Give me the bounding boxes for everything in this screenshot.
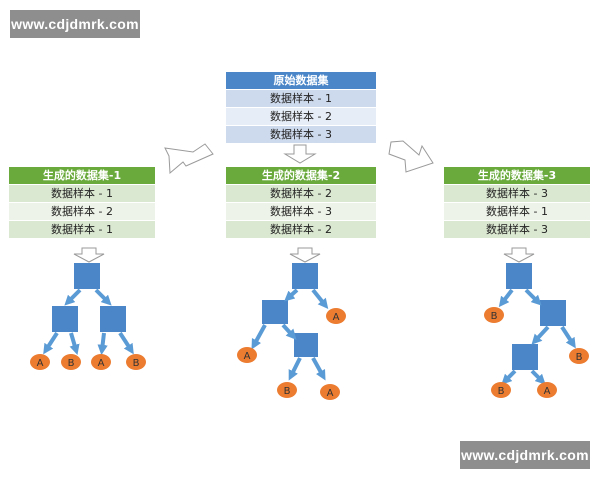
tree-1-arrow-left-a: [43, 331, 59, 355]
generated-1-row-3: 数据样本 - 1: [9, 221, 155, 239]
tree-1-leaf-1-label: A: [37, 358, 44, 369]
generated-2-row-1: 数据样本 - 2: [226, 185, 376, 203]
generated-3-row-2: 数据样本 - 1: [444, 203, 590, 221]
tree-2-leaf-right: [326, 308, 346, 324]
tree-2-leaf-bottom-left-label: B: [284, 386, 291, 397]
tree-3-leaf-left-label: B: [491, 311, 498, 322]
tree-3-arrow-lower-a: [530, 369, 546, 385]
hollow-arrow-tree-2: [289, 247, 321, 263]
tree-1-leaf-1: [30, 354, 50, 370]
tree-1-leaf-4-label: B: [133, 358, 140, 369]
tree-2-leaf-left-label: A: [244, 351, 251, 362]
tree-1-root-node: [74, 263, 100, 289]
hollow-arrow-right: [388, 140, 434, 173]
tree-3-arrow-root-left: [498, 288, 514, 308]
tree-2-arrow-lower-a: [311, 357, 326, 381]
tree-3-node-right: [540, 300, 566, 326]
tree-3-leaf-right-label: B: [576, 352, 583, 363]
generated-3-row-3: 数据样本 - 3: [444, 221, 590, 239]
tree-1: A B A B: [30, 263, 146, 370]
generated-3-row-1: 数据样本 - 3: [444, 185, 590, 203]
tree-2-leaf-right-label: A: [333, 312, 340, 323]
tree-2-leaf-left: [237, 347, 257, 363]
hollow-arrow-left: [164, 143, 214, 175]
hollow-arrow-center: [283, 144, 317, 164]
tree-2-leaf-bottom-left: [277, 382, 297, 398]
hollow-arrow-tree-3: [503, 247, 535, 263]
tree-1-node-right: [100, 306, 126, 332]
tree-3-leaf-left: [484, 307, 504, 323]
tree-3: B B B A: [484, 263, 589, 398]
tree-1-arrow-root-right: [94, 288, 112, 306]
original-row-1: 数据样本 - 1: [226, 90, 376, 108]
tree-1-node-left: [52, 306, 78, 332]
tree-3-arrow-right-leaf: [560, 325, 576, 349]
generated-dataset-3-table: 生成的数据集-3 数据样本 - 3 数据样本 - 1 数据样本 - 3: [444, 167, 590, 239]
generated-dataset-2-table: 生成的数据集-2 数据样本 - 2 数据样本 - 3 数据样本 - 2: [226, 167, 376, 239]
tree-3-node-lower: [512, 344, 538, 370]
original-row-3: 数据样本 - 3: [226, 126, 376, 144]
tree-1-leaf-3: [91, 354, 111, 370]
hollow-arrow-tree-1: [73, 247, 105, 263]
tree-2-node-left: [262, 300, 288, 324]
tree-1-leaf-2: [61, 354, 81, 370]
tree-3-leaf-bottom-left-label: B: [498, 386, 505, 397]
tree-2-root-node: [292, 263, 318, 289]
generated-1-row-1: 数据样本 - 1: [9, 185, 155, 203]
tree-2-arrow-left-a: [251, 324, 267, 350]
watermark-bottom: www.cdjdmrk.com: [460, 441, 590, 469]
original-row-2: 数据样本 - 2: [226, 108, 376, 126]
original-dataset-table: 原始数据集 数据样本 - 1 数据样本 - 2 数据样本 - 3: [226, 72, 376, 144]
tree-3-leaf-right: [569, 348, 589, 364]
tree-1-arrow-right-b: [118, 331, 134, 355]
tree-1-arrow-root-left: [64, 288, 82, 306]
tree-1-arrow-right-a: [97, 332, 108, 356]
tree-3-leaf-bottom-right: [537, 382, 557, 398]
generated-dataset-2-title: 生成的数据集-2: [226, 167, 376, 185]
generated-dataset-1-title: 生成的数据集-1: [9, 167, 155, 185]
tree-2-arrow-root-left: [284, 288, 299, 302]
watermark-top: www.cdjdmrk.com: [10, 10, 140, 38]
generated-dataset-3-title: 生成的数据集-3: [444, 167, 590, 185]
tree-1-leaf-3-label: A: [98, 358, 105, 369]
tree-2-node-lower: [294, 333, 318, 357]
generated-2-row-3: 数据样本 - 2: [226, 221, 376, 239]
tree-3-arrow-root-right: [524, 288, 542, 306]
tree-2-arrow-lower-b: [288, 357, 302, 381]
tree-2-leaf-bottom-right: [320, 384, 340, 400]
tree-1-leaf-4: [126, 354, 146, 370]
generated-dataset-1-table: 生成的数据集-1 数据样本 - 1 数据样本 - 2 数据样本 - 1: [9, 167, 155, 239]
tree-1-leaf-2-label: B: [68, 358, 75, 369]
tree-2: A A B A: [237, 263, 346, 400]
generated-1-row-2: 数据样本 - 2: [9, 203, 155, 221]
tree-3-leaf-bottom-right-label: A: [544, 386, 551, 397]
tree-1-arrow-left-b: [69, 332, 80, 355]
generated-2-row-2: 数据样本 - 3: [226, 203, 376, 221]
tree-2-arrow-left-lower: [281, 323, 297, 340]
tree-2-arrow-root-right: [311, 288, 329, 310]
tree-3-arrow-lower-b: [501, 369, 517, 385]
tree-3-arrow-right-lower: [531, 325, 550, 345]
original-dataset-title: 原始数据集: [226, 72, 376, 90]
tree-3-root-node: [506, 263, 532, 289]
tree-2-leaf-bottom-right-label: A: [327, 388, 334, 399]
tree-3-leaf-bottom-left: [491, 382, 511, 398]
